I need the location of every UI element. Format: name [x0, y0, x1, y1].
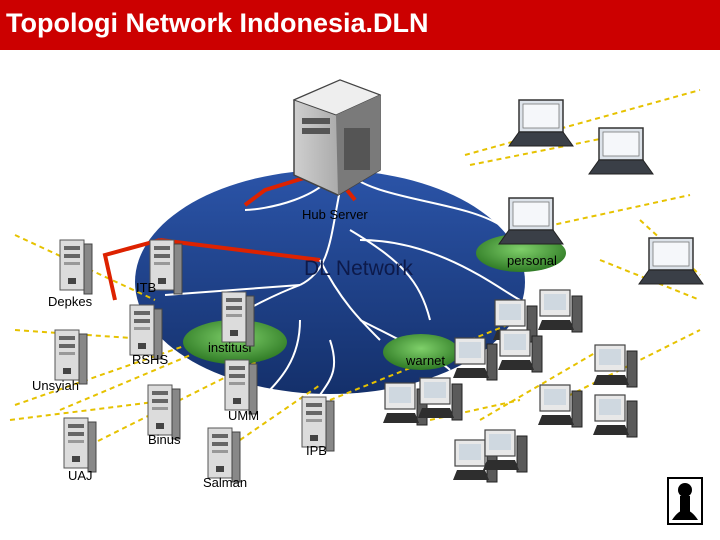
laptop-icon: [638, 237, 704, 285]
server-icon-institusi: [221, 291, 255, 347]
laptop-icon: [508, 99, 574, 147]
warnet-label: warnet: [405, 353, 445, 368]
node-itb-label: ITB: [136, 280, 156, 295]
server-icon-uaj: [63, 417, 97, 473]
desktop-icon: [592, 344, 638, 388]
institution-logo: [667, 477, 703, 525]
title-bar: Topologi Network Indonesia.DLN: [0, 0, 720, 50]
node-uaj-label: UAJ: [68, 468, 93, 483]
desktop-icon: [537, 384, 583, 428]
server-icon-binus: [147, 384, 181, 440]
laptop-icon: [498, 197, 564, 245]
hub-server-icon: [292, 79, 382, 196]
desktop-icon: [497, 329, 543, 373]
personal-label: personal: [507, 253, 557, 268]
server-icon-salman: [207, 427, 241, 483]
topology-diagram: institusi warnet personal Hub Server DL …: [9, 79, 704, 525]
slide-title: Topologi Network Indonesia.DLN: [6, 8, 429, 38]
desktop-icon: [452, 337, 498, 381]
node-binus-label: Binus: [148, 432, 181, 447]
node-ipb-label: IPB: [306, 443, 327, 458]
warnet-group: [383, 334, 459, 370]
node-umm-label: UMM: [228, 408, 259, 423]
server-icon-umm: [224, 359, 258, 415]
desktop-icon: [417, 377, 463, 421]
desktop-icon: [537, 289, 583, 333]
hub-server-label: Hub Server: [302, 207, 368, 222]
desktop-icon: [482, 429, 528, 473]
institusi-label: institusi: [208, 340, 251, 355]
server-icon-unsyiah: [54, 329, 88, 385]
laptop-icon: [588, 127, 654, 175]
server-icon-rshs: [129, 304, 163, 360]
node-unsyiah-label: Unsyiah: [32, 378, 79, 393]
desktop-icon: [592, 394, 638, 438]
node-salman-label: Salman: [203, 475, 247, 490]
dl-network-label: DL Network: [304, 257, 413, 280]
node-depkes-label: Depkes: [48, 294, 93, 309]
node-rshs-label: RSHS: [132, 352, 168, 367]
server-icon-depkes: [59, 239, 93, 295]
